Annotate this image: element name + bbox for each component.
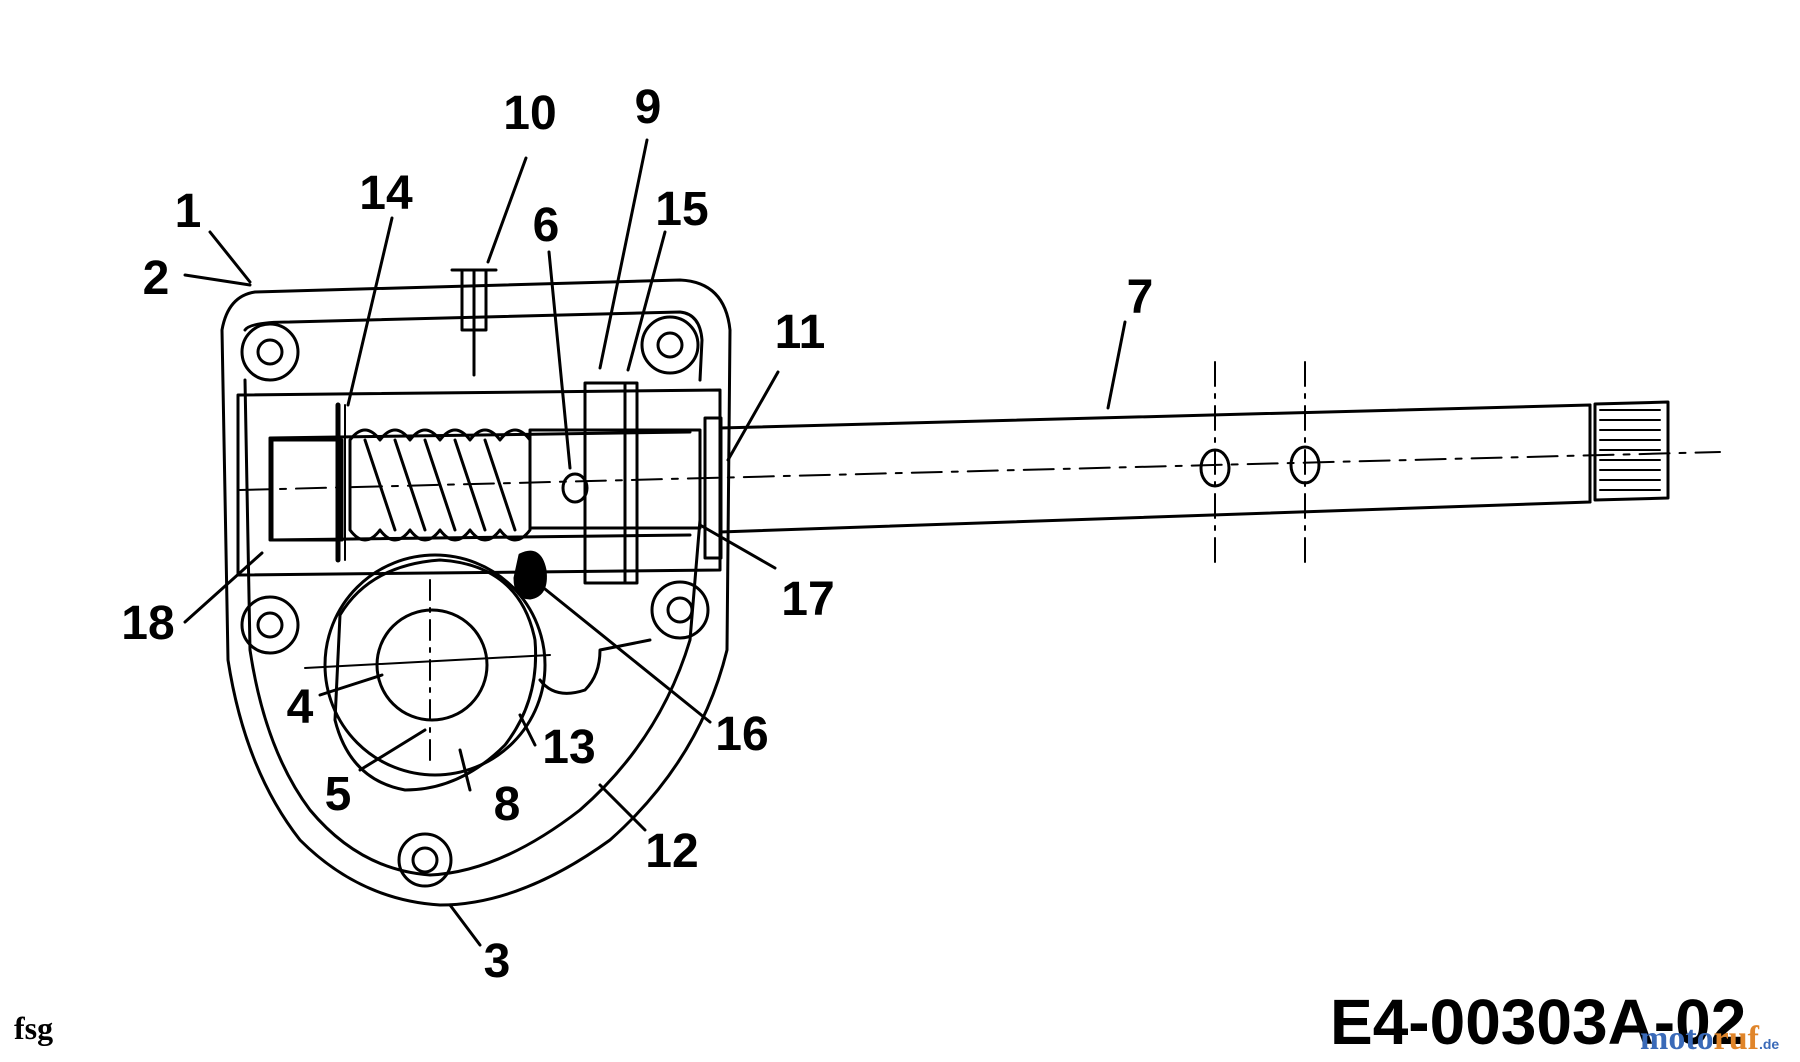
boss-mid-right: [650, 580, 710, 640]
callout-1: 1: [174, 185, 202, 238]
callout-14: 14: [359, 167, 413, 220]
watermark-part-a: moto: [1640, 1020, 1714, 1057]
filler-plug: [513, 550, 547, 600]
callout-15: 15: [655, 183, 709, 236]
watermark-logo: motoruf.de: [1640, 1020, 1779, 1058]
leader-lines: [183, 138, 1127, 947]
wheel-hub-outer: [323, 553, 547, 777]
callout-16: 16: [715, 708, 769, 761]
worm-shaft-left-end: [270, 438, 344, 542]
shaft-body: [528, 428, 702, 530]
seal-ring: [703, 416, 723, 560]
housing-outer-outline: [220, 278, 732, 907]
drawing-code: E4-00303A-02: [1330, 986, 1747, 1058]
callout-6: 6: [532, 199, 560, 252]
callout-10: 10: [503, 87, 557, 140]
wheel-hub-inner: [375, 608, 489, 722]
shaft-collar: [583, 381, 639, 585]
callout-11: 11: [774, 306, 826, 359]
callout-2: 2: [142, 252, 170, 305]
boss-mid-left: [240, 595, 300, 655]
callout-7: 7: [1126, 271, 1154, 324]
worm-threads: [348, 428, 532, 542]
callout-18: 18: [121, 597, 175, 650]
callout-3: 3: [483, 935, 511, 988]
worm-chamber: [236, 388, 722, 577]
boss-top-left: [240, 322, 300, 382]
shaft-centerline: [239, 451, 1721, 491]
callout-12: 12: [645, 825, 699, 878]
pin-hole: [561, 472, 589, 504]
worm-wheel-outline: [333, 558, 538, 792]
fsg-mark: fsg: [14, 1010, 54, 1046]
worm-chamber-inner: [268, 430, 692, 542]
boss-bottom: [397, 832, 453, 888]
watermark-suffix: .de: [1758, 1036, 1780, 1052]
watermark-part-b: ruf: [1713, 1020, 1759, 1057]
callout-17: 17: [781, 573, 835, 626]
housing-cutout: [538, 638, 652, 695]
shaft-splines: [1593, 400, 1670, 502]
callout-9: 9: [634, 81, 662, 134]
callout-5: 5: [324, 768, 352, 821]
callout-4: 4: [286, 681, 314, 734]
output-shaft: [718, 403, 1592, 534]
boss-top-right: [640, 315, 700, 375]
callout-13: 13: [542, 721, 596, 774]
housing-inner-gasket: [243, 310, 704, 877]
callout-8: 8: [493, 778, 521, 831]
spline-ridges: [1599, 409, 1661, 491]
